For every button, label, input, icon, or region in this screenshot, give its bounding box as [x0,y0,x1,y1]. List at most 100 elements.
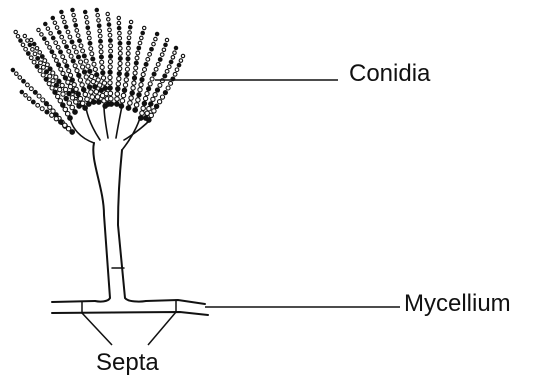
conidium-spore [67,101,71,105]
conidium-spore [157,100,161,104]
conidium-spore [107,23,111,27]
conidium-spore [87,85,91,89]
conidium-spore [71,59,75,63]
conidium-spore [134,103,139,108]
conidium-spore [29,87,33,91]
conidium-spore [85,97,90,102]
conidium-spore [99,55,103,59]
conidium-spore [118,51,122,55]
conidium-spore [61,71,65,75]
conidium-spore [122,88,126,92]
conidium-spore [63,59,67,63]
conidium-spore [52,54,56,58]
conidium-spore [62,40,66,44]
conidium-spore [43,59,47,63]
conidium-spore [136,98,140,102]
conidium-spore [127,36,131,40]
conidium-spore [118,57,122,61]
conidium-spore [40,107,44,111]
septa-leader-line-left [82,313,112,345]
brush-head [70,106,150,150]
conidium-spore [126,62,130,66]
conidium-spore [154,37,157,40]
conidium-spore [119,104,124,109]
conidium-spore [50,113,54,117]
conidium-spore [163,91,167,95]
conidium-spore [155,88,159,92]
conidium-spore [154,67,158,71]
conidium-spore [78,96,82,100]
conidium-spore [40,33,43,36]
conidium-spore [51,36,55,40]
conidiophore-stalk [93,143,146,302]
conidium-spore [37,94,41,98]
conidium-spore [70,105,75,110]
conidium-spore [133,108,138,113]
conidium-spore [174,46,177,49]
conidium-spore [66,80,70,84]
conidium-spore [127,46,131,50]
conidium-spore [89,47,93,51]
conidium-spore [154,104,158,108]
conidium-spore [28,43,32,47]
conidium-spore [164,43,167,46]
conidium-spore [155,32,158,35]
conidium-spore [106,12,109,15]
conidium-spore [68,73,72,77]
conidium-spore [80,83,84,87]
conidium-spore [46,27,49,30]
conidium-spore [120,99,125,104]
conidium-spore [54,83,58,87]
conidium-spore [74,24,78,28]
conidium-spore [147,87,151,91]
conidium-spore [18,76,22,80]
conidium-spore [69,54,73,58]
conidium-spore [41,73,45,77]
septa-label: Septa [96,349,159,376]
conidium-spore [117,72,121,76]
conidium-spore [59,120,63,124]
conidium-spore [117,77,121,81]
conidium-spore [132,81,136,85]
conidium-spore [147,118,152,123]
conidium-spore [148,82,152,86]
conidium-spore [53,21,56,24]
conidium-spore [128,26,131,29]
conidium-spore [61,55,65,59]
conidium-spore [53,90,57,94]
conidium-spore [102,81,106,85]
conidium-spore [68,35,72,39]
conidium-spore [89,74,93,78]
conidium-spore [150,77,154,81]
conidium-spore [118,61,122,65]
conidium-spore [87,36,91,40]
conidium-spore [98,34,102,38]
conidium-spore [63,107,67,111]
conidium-spore [56,94,60,98]
conidium-spore [132,76,136,80]
conidium-spore [57,79,61,83]
conidium-spore [84,59,88,63]
conidium-spore [56,45,60,49]
conidium-spore [70,40,74,44]
conidium-spore [109,96,114,101]
conidium-spore [101,71,105,75]
conidium-spore [140,36,144,40]
conidium-spore [48,67,52,71]
conidium-spore [115,92,119,96]
conidium-spore [84,15,87,18]
conidium-spore [134,61,138,65]
conidium-spore [54,59,58,63]
conidium-spore [65,45,69,49]
conidium-spore [90,52,94,56]
conidium-spore [38,51,42,55]
conidium-spore [126,106,131,111]
conidium-spore [23,34,26,37]
conidium-spore [124,78,128,82]
conidium-spore [93,85,97,89]
conidium-spore [169,60,173,64]
conidium-spore [50,50,54,54]
conidium-spore [135,56,139,60]
conidium-spore [116,82,120,86]
